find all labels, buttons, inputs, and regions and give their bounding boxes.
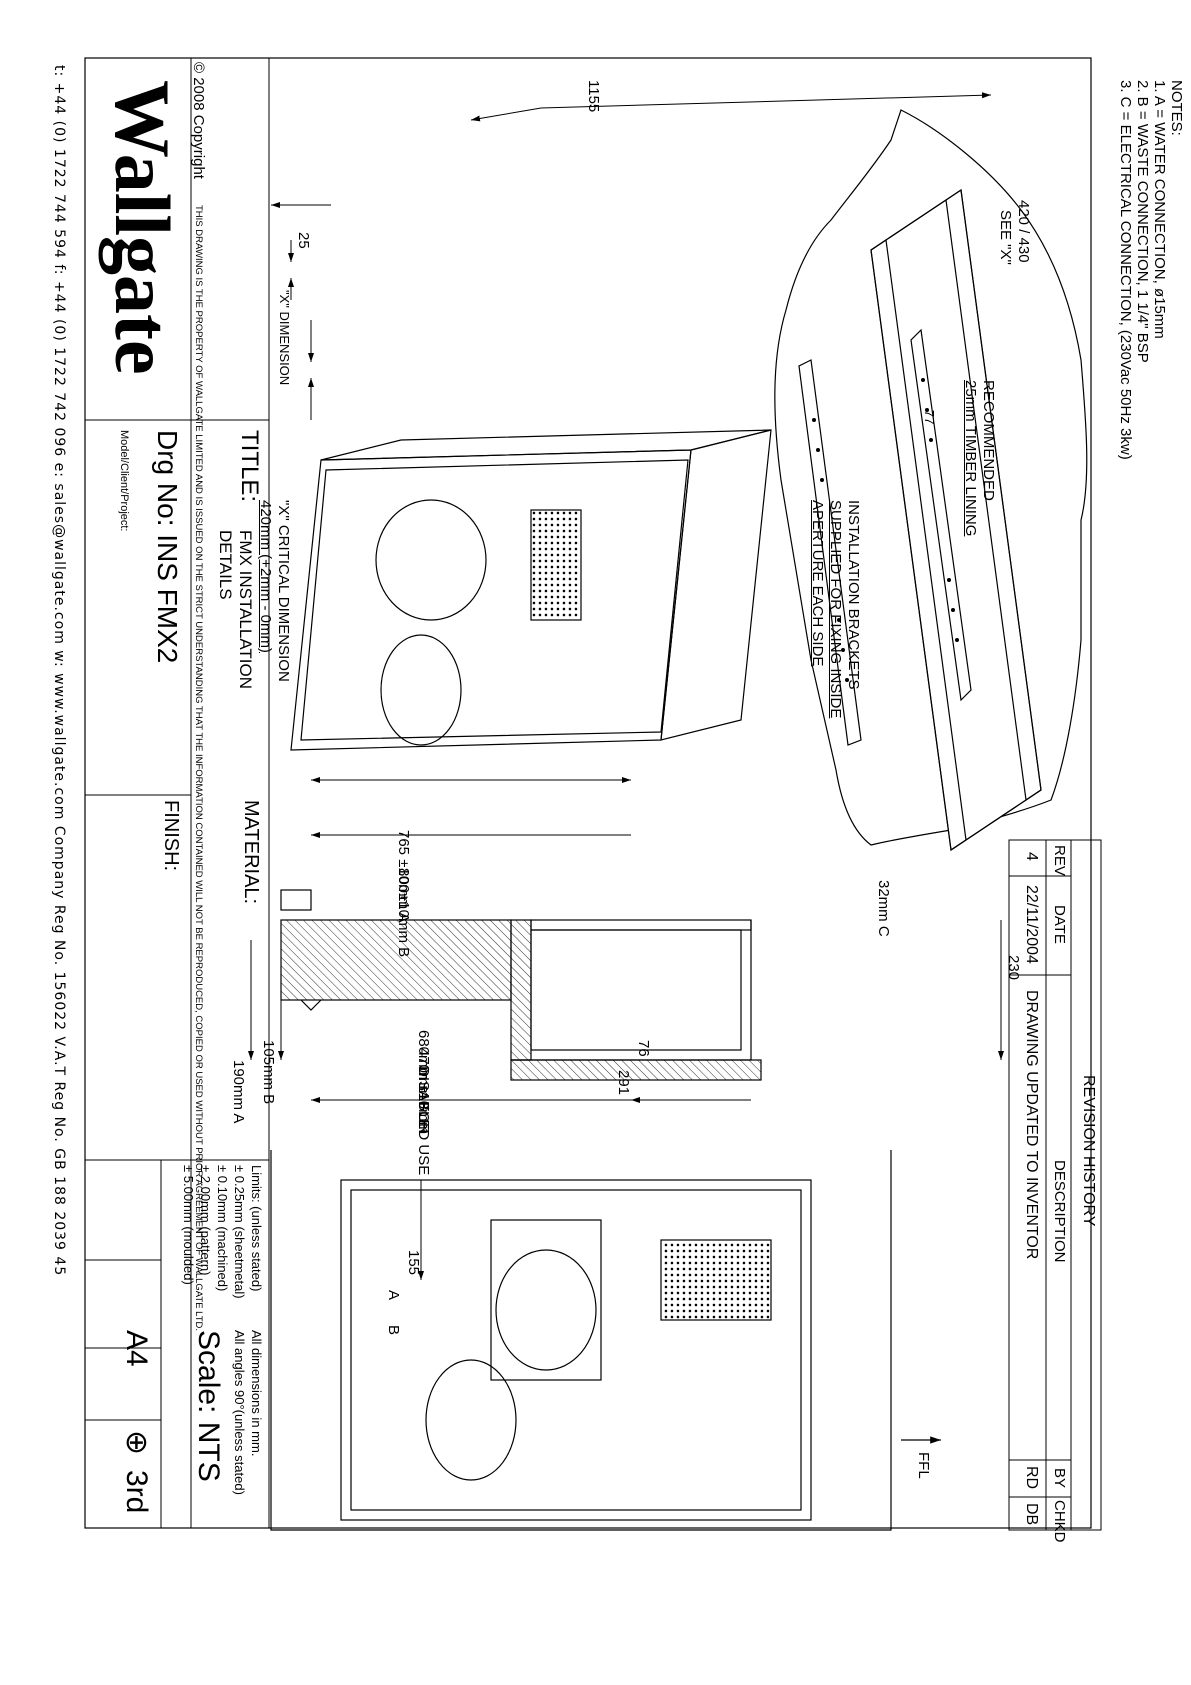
rev-row-date: 22/11/2004: [1023, 885, 1040, 964]
sheet-size: A4: [120, 1330, 153, 1367]
dim-32: 32mm C: [875, 880, 892, 937]
limits-1: ± 0.25mm (sheetmetal): [232, 1165, 247, 1299]
dim-see-x: SEE "X": [997, 210, 1014, 265]
dim-105: 105mm B: [260, 1040, 277, 1105]
revision-table: [1008, 839, 1102, 1531]
rev-col-description: DESCRIPTION: [1051, 1160, 1068, 1263]
note-3: 3. C = ELECTRICAL CONNECTION, (230Vac 50…: [1117, 80, 1134, 460]
dims-note-1: All dimensions in mm.: [249, 1330, 264, 1457]
scale-label: Scale: NTS: [192, 1330, 225, 1482]
notes-heading: NOTES:: [1168, 80, 1185, 136]
rev-col-by: BY: [1051, 1468, 1068, 1489]
dims-note-2: All angles 90°(unless stated): [232, 1330, 247, 1495]
label-b: B: [385, 1325, 402, 1336]
rev-row-chkd: DB: [1023, 1503, 1040, 1526]
dim-25: 25: [295, 232, 312, 249]
note-2: 2. B = WASTE CONNECTION, 1 1/4" BSP: [1134, 80, 1151, 363]
title-label: TITLE:: [236, 430, 263, 503]
dim-x-dimension: "X" DIMENSION: [277, 290, 292, 386]
projection-label: 3rd: [120, 1470, 153, 1514]
rev-row-description: DRAWING UPDATED TO INVENTOR: [1023, 990, 1040, 1260]
limits-3: ± 2.00mm (pattern): [198, 1165, 213, 1276]
dim-230: 230: [1005, 955, 1022, 981]
critical-dim-line1: "X" CRITICAL DIMENSION: [275, 500, 292, 682]
limits-4: ± 5.00mm (moulded): [181, 1165, 196, 1285]
ffl-label: FFL: [915, 1452, 932, 1479]
brackets-note-2: SUPPLIED FOR FIXING INSIDE: [827, 500, 844, 719]
brackets-note-1: INSTALLATION BRACKETS: [845, 500, 862, 690]
revision-heading: REVISION HISTORY: [1080, 1075, 1097, 1227]
limits-0: Limits: (unless stated): [249, 1165, 264, 1292]
rev-row-by: RD: [1023, 1466, 1040, 1490]
title-line2: DETAILS: [216, 530, 235, 600]
dim-680-line3: DISABLED USE: [415, 1066, 432, 1176]
wallgate-logo: Wallgate: [99, 80, 186, 375]
contact-line: t: +44 (0) 1722 744 594 f: +44 (0) 1722 …: [51, 65, 67, 1277]
disclaimer: THIS DRAWING IS THE PROPERTY OF WALLGATE…: [193, 205, 204, 1332]
critical-dim-line2: 420mm (+2mm - 0mm): [257, 500, 274, 653]
title-line1: FMX INSTALLATION: [236, 530, 255, 690]
dim-420-430: 420 / 430: [1015, 200, 1032, 263]
label-a: A: [385, 1290, 402, 1301]
timber-note-2: 25mm TIMBER LINING: [962, 380, 979, 537]
note-1: 1. A = WATER CONNECTION, ø15mm: [1151, 80, 1168, 339]
dim-155: 155: [405, 1250, 422, 1276]
dim-76: 76: [635, 1040, 652, 1057]
unit-isometric-view: [290, 429, 772, 751]
dimension-lines: [248, 92, 1004, 1280]
sheet-border: [84, 57, 1092, 1529]
bracket-holes: [812, 378, 959, 682]
timber-note-1: RECOMMENDED: [980, 380, 997, 501]
copyright: © 2008 Copyright: [190, 62, 207, 179]
wall-aperture-view: [774, 109, 1088, 852]
side-section-view: [280, 889, 762, 1081]
limits-2: ± 0.10mm (machined): [215, 1165, 230, 1292]
dim-800: 800±10mm B: [395, 868, 412, 958]
third-angle-projection-icon: ⊕: [120, 1430, 153, 1456]
dim-190: 190mm A: [230, 1060, 247, 1124]
dim-291: 291: [615, 1070, 632, 1096]
finish-label: FINISH:: [160, 800, 182, 872]
dim-77: 77: [922, 410, 937, 425]
front-elevation-view: [270, 1150, 892, 1531]
dim-1155: 1155: [585, 80, 602, 113]
material-label: MATERIAL:: [240, 800, 262, 905]
rev-row-rev: 4: [1023, 852, 1040, 861]
rev-col-date: DATE: [1051, 905, 1068, 944]
rev-col-chkd: CHKD: [1051, 1500, 1068, 1543]
drawing-number: Drg No: INS FMX2: [152, 430, 183, 664]
rev-col-rev: REV: [1051, 845, 1068, 876]
model-label: Model/Client/Project:: [118, 430, 130, 532]
brackets-note-3: APERTURE EACH SIDE: [809, 500, 826, 667]
